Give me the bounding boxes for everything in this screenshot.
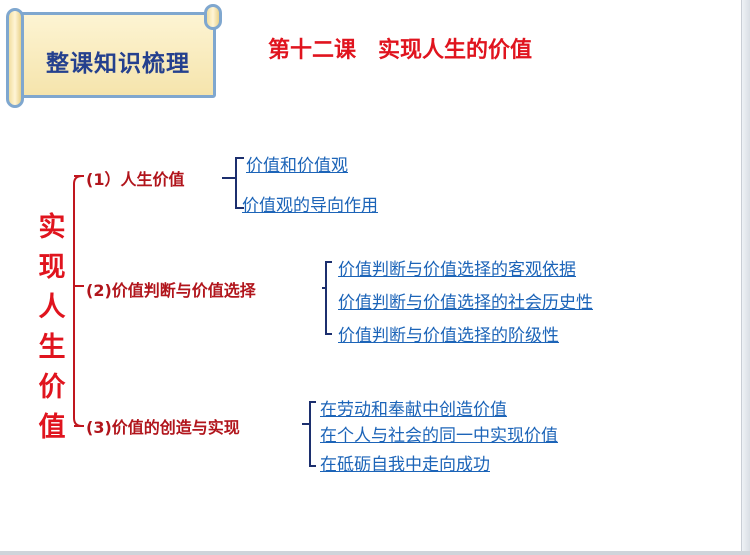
banner-label: 整课知识梳理: [46, 50, 190, 77]
root-char: 实: [38, 212, 66, 243]
topic-life-value: (1）人生价值: [86, 170, 185, 189]
branch2-bracket: [325, 261, 332, 335]
root-char: 现: [38, 252, 66, 283]
root-char: 价: [38, 372, 66, 403]
lesson-title: 第十二课 实现人生的价值: [268, 38, 533, 63]
link-class-nature[interactable]: 价值判断与价值选择的阶级性: [338, 326, 559, 346]
main-bracket: [73, 175, 83, 427]
window-frame-bottom: [0, 551, 750, 555]
link-realize-value-individual-society[interactable]: 在个人与社会的同一中实现价值: [320, 426, 558, 446]
link-objective-basis[interactable]: 价值判断与价值选择的客观依据: [338, 260, 576, 280]
link-social-historical-nature[interactable]: 价值判断与价值选择的社会历史性: [338, 293, 593, 313]
link-create-value-through-labor[interactable]: 在劳动和奉献中创造价值: [320, 400, 507, 420]
scroll-curl-left: [6, 8, 24, 108]
branch3-bracket: [309, 401, 316, 467]
root-label: 实 现 人 生 价 值: [36, 208, 68, 448]
root-char: 生: [38, 332, 66, 363]
link-guiding-role-of-values[interactable]: 价值观的导向作用: [242, 196, 378, 216]
link-value-and-values[interactable]: 价值和价值观: [246, 156, 348, 176]
scroll-curl-right: [204, 4, 222, 30]
topic-value-judgment: (2)价值判断与价值选择: [86, 281, 256, 300]
link-succeed-through-self-tempering[interactable]: 在砥砺自我中走向成功: [320, 455, 490, 475]
root-char: 值: [38, 412, 66, 443]
root-char: 人: [38, 292, 66, 323]
scroll-banner: 整课知识梳理: [2, 2, 224, 110]
window-frame-right: [741, 0, 750, 555]
branch1-bracket: [235, 157, 244, 209]
topic-value-creation: (3)价值的创造与实现: [86, 418, 240, 437]
